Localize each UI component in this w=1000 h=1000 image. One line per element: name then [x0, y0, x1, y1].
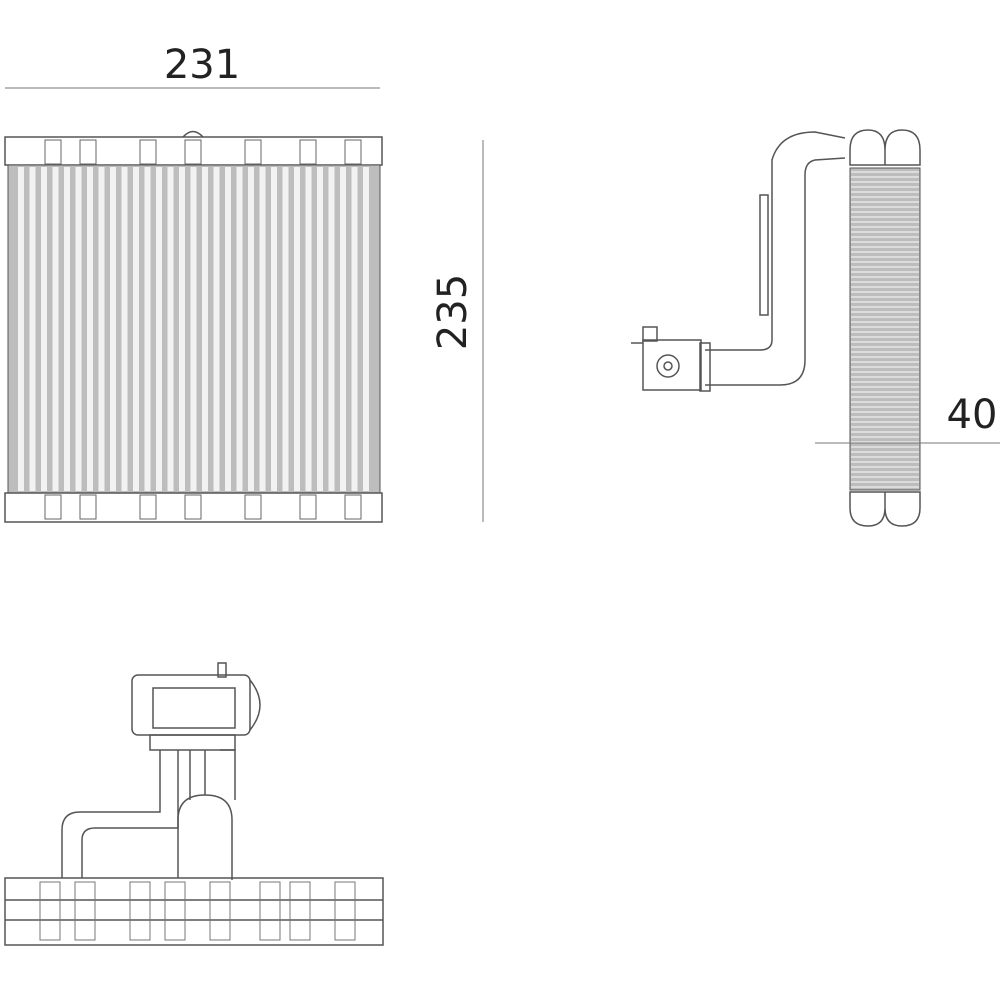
tank-clip [129, 881, 151, 941]
core-tube [271, 167, 277, 491]
tank-clip [39, 881, 61, 941]
tank-clip [334, 881, 356, 941]
bottom-view-tank [4, 877, 384, 946]
tank-clip [344, 494, 362, 520]
core-tube [18, 167, 24, 491]
core-tube [340, 167, 346, 491]
tank-clip [164, 881, 186, 941]
core-tube [121, 167, 128, 491]
core-tube [294, 167, 300, 491]
core-tube [156, 167, 162, 491]
valve-port-inner [663, 361, 673, 371]
core-tube [52, 167, 59, 491]
bottom-view [4, 662, 384, 946]
core-tube [179, 167, 185, 491]
core-tube [133, 167, 139, 491]
expansion-valve-block [642, 339, 702, 391]
core-tube [75, 167, 82, 491]
tank-clip [139, 139, 157, 165]
core-tube [64, 167, 70, 491]
tank-clip [44, 494, 62, 520]
tank-clip [299, 494, 317, 520]
core-tube [363, 167, 369, 491]
depth-dimension-label: 40 [947, 392, 998, 438]
bottom-pipe-b [177, 794, 233, 880]
core-tube [144, 167, 151, 491]
valve-pin [217, 662, 227, 678]
tank-details [44, 139, 362, 520]
core-tube [29, 167, 36, 491]
side-fins [851, 171, 919, 488]
core-tube [190, 167, 197, 491]
core-tube [328, 167, 335, 491]
tank-clip [299, 139, 317, 165]
tank-clip [79, 494, 97, 520]
tank-clip [184, 139, 202, 165]
valve-flange [149, 734, 236, 751]
bottom-pipe-b-risers [189, 749, 236, 800]
bottom-header-caps [849, 491, 921, 527]
valve-port [656, 354, 680, 378]
core-tube [236, 167, 243, 491]
tank-clip [344, 139, 362, 165]
core-tube [98, 167, 105, 491]
tank-clip [259, 881, 281, 941]
side-view: 40 [631, 129, 1000, 527]
core-tubes [18, 167, 369, 491]
bottom-pipe-a-inner [81, 750, 179, 878]
bottom-pipe-a-outer [61, 750, 161, 878]
pipe-flange [699, 342, 711, 392]
tank-clip [79, 139, 97, 165]
pipe-bracket [759, 194, 769, 316]
pipe-inner [705, 157, 846, 386]
tank-clip [289, 881, 311, 941]
core-tube [41, 167, 47, 491]
pipe-outer [705, 131, 846, 351]
core-tube [351, 167, 358, 491]
bottom-valve-block [131, 674, 251, 736]
height-dimension-label: 235 [430, 274, 476, 350]
core-tube [282, 167, 289, 491]
core-tube [259, 167, 266, 491]
valve-tab [642, 326, 658, 342]
width-dimension-label: 231 [164, 42, 240, 88]
bottom-tank [4, 492, 383, 523]
tank-clip [209, 881, 231, 941]
top-tank-nub [182, 130, 204, 138]
core-tube [87, 167, 93, 491]
top-tank [4, 136, 383, 166]
core-tube [202, 167, 208, 491]
front-view: 231 235 [4, 42, 484, 523]
tank-clip [184, 494, 202, 520]
tank-clip [244, 494, 262, 520]
core-tube [305, 167, 312, 491]
tank-clip [139, 494, 157, 520]
core-tube [213, 167, 220, 491]
core-tube [248, 167, 254, 491]
top-header-caps [849, 129, 921, 166]
valve-face [152, 687, 236, 729]
valve-cap [249, 679, 261, 731]
tank-clip [244, 139, 262, 165]
tank-clip [44, 139, 62, 165]
tank-clip [74, 881, 96, 941]
core-tube [317, 167, 323, 491]
bottom-view-details [39, 881, 356, 941]
core-tube [110, 167, 116, 491]
core-tube [225, 167, 231, 491]
core-tube [167, 167, 174, 491]
